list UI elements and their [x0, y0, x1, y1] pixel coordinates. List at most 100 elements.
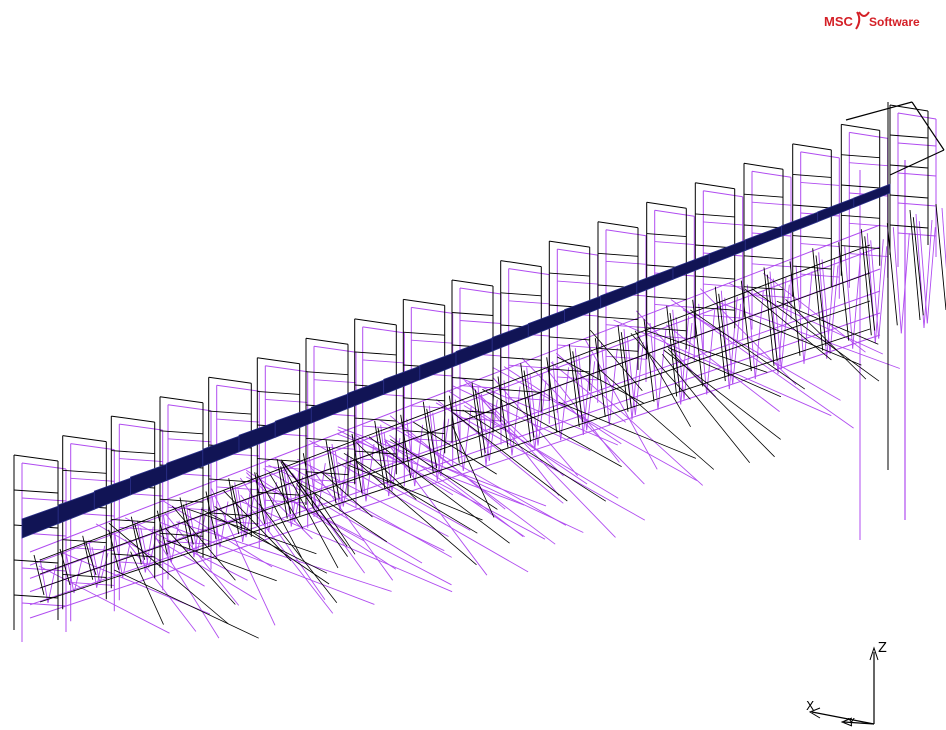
- mesh-edge: [62, 539, 107, 544]
- undeformed-wireframe-mesh: [13, 101, 946, 639]
- mesh-edge: [309, 440, 471, 531]
- mesh-edge: [845, 101, 913, 121]
- mesh-edge: [792, 235, 832, 240]
- mesh-edge: [646, 295, 687, 300]
- surface-panel: [455, 337, 493, 367]
- mesh-edge: [316, 463, 326, 517]
- mesh-edge: [257, 458, 300, 463]
- mesh-edge: [257, 357, 300, 365]
- mesh-edge: [605, 324, 647, 329]
- mesh-edge: [462, 405, 472, 471]
- mesh-edge: [634, 330, 691, 428]
- mesh-edge: [13, 454, 59, 462]
- mesh-edge: [159, 430, 204, 435]
- mesh-edge: [751, 170, 792, 178]
- mesh-edge: [70, 443, 115, 451]
- mesh-edge: [274, 457, 452, 558]
- mesh-edge: [852, 252, 862, 349]
- mesh-edge: [523, 370, 535, 438]
- mesh-edge: [909, 209, 921, 321]
- mesh-edge: [754, 290, 764, 380]
- logo-swoosh-icon: [855, 11, 870, 30]
- surface-panel: [57, 491, 95, 525]
- mesh-edge: [239, 477, 326, 601]
- mesh-edge: [654, 209, 695, 217]
- mesh-edge: [841, 214, 880, 219]
- mesh-edge: [337, 429, 546, 540]
- mesh-edge: [654, 303, 695, 308]
- deformed-wireframe-mesh: [21, 112, 946, 642]
- mesh-edge: [594, 338, 606, 417]
- mesh-edge: [362, 359, 405, 364]
- mesh-edge: [111, 415, 155, 423]
- surface-panel: [853, 183, 891, 208]
- mesh-edge: [526, 367, 536, 451]
- mesh-edge: [114, 533, 124, 578]
- mesh-edge: [500, 260, 542, 268]
- mesh-edge: [841, 184, 880, 189]
- mesh-edge: [313, 345, 357, 353]
- mesh-edge: [451, 377, 494, 381]
- mesh-edge: [841, 123, 880, 131]
- mesh-edge: [331, 443, 341, 512]
- mesh-edge: [630, 333, 691, 400]
- mesh-edge: [411, 339, 453, 344]
- mesh-edge: [557, 376, 598, 381]
- mesh-edge: [265, 398, 308, 403]
- mesh-edge: [667, 348, 775, 458]
- mesh-edge: [29, 334, 881, 619]
- mesh-edge: [500, 292, 542, 297]
- mesh-edge: [148, 533, 158, 568]
- mesh-edge: [38, 565, 170, 634]
- mesh-edge: [841, 245, 880, 250]
- mesh-edge: [776, 300, 879, 345]
- mesh-edge: [153, 534, 220, 639]
- mesh-edge: [124, 517, 248, 581]
- mesh-edge: [844, 246, 854, 349]
- mesh-edge: [258, 503, 338, 603]
- mesh-edge: [597, 221, 639, 229]
- mesh-edge: [897, 202, 937, 207]
- mesh-edge: [766, 274, 778, 362]
- mesh-edge: [740, 280, 752, 372]
- mesh-edge: [508, 268, 550, 276]
- mesh-edge: [706, 309, 716, 395]
- surface-panel: [564, 295, 602, 323]
- mesh-edge: [860, 229, 872, 336]
- mesh-edge: [459, 287, 502, 295]
- mesh-edge: [114, 569, 259, 639]
- mesh-edge: [692, 299, 704, 387]
- mesh-edge: [354, 318, 397, 326]
- mesh-edge: [751, 201, 792, 206]
- mesh-edge: [600, 342, 610, 425]
- mesh-edge: [500, 388, 542, 393]
- mesh-edge: [62, 573, 107, 578]
- mesh-edge: [108, 529, 120, 570]
- surface-panel: [491, 323, 529, 352]
- mesh-edge: [428, 405, 438, 481]
- mesh-edge: [176, 521, 392, 592]
- mesh-edge: [646, 201, 687, 209]
- mesh-edge: [605, 355, 647, 360]
- mesh-edge: [298, 481, 388, 543]
- mesh-edge: [305, 337, 349, 345]
- mesh-edge: [605, 229, 647, 237]
- coordinate-triad: Z X Y: [806, 641, 887, 728]
- mesh-edge: [555, 352, 704, 486]
- mesh-edge: [500, 356, 542, 361]
- mesh-edge: [690, 309, 806, 390]
- mesh-edge: [208, 512, 252, 517]
- mesh-edge: [154, 537, 257, 600]
- mesh-edge: [354, 434, 454, 496]
- mesh-edge: [29, 246, 881, 566]
- mesh-edge: [597, 316, 639, 321]
- surface-panel: [744, 225, 782, 252]
- logo-text-msc: MSC: [824, 14, 854, 29]
- mesh-edge: [216, 418, 260, 423]
- mesh-edge: [923, 219, 933, 329]
- mesh-edge: [62, 469, 107, 474]
- mesh-edge: [589, 329, 643, 391]
- mesh-edge: [390, 439, 498, 510]
- mesh-edge: [462, 409, 607, 502]
